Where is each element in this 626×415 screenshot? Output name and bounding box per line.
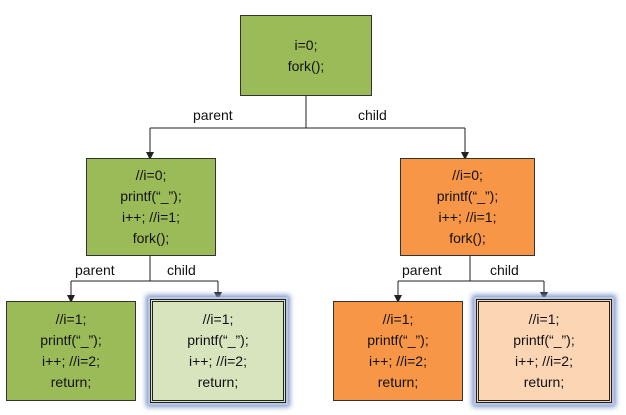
left-edge-label-child: child [167, 262, 196, 278]
code-line: //i=0; [452, 167, 483, 183]
code-line: //i=1; [528, 311, 560, 327]
code-line: i++; //i=2; [189, 353, 247, 369]
code-line: i++; //i=2; [369, 353, 427, 369]
code-line: //i=1; [382, 311, 414, 327]
code-line: printf(“_”); [120, 188, 182, 204]
code-line: return; [377, 374, 419, 390]
left-edge-label-parent: parent [75, 262, 115, 278]
root-edge-label-parent: parent [193, 107, 233, 123]
parent-child-process-node: //i=1; printf(“_”); i++; //i=2; return; [150, 299, 286, 403]
right-edge-label-child: child [490, 262, 519, 278]
code-line: printf(“_”); [367, 332, 429, 348]
root-edge-label-child: child [358, 107, 387, 123]
right-edge-label-parent: parent [402, 262, 442, 278]
child-parent-process-node: //i=1; printf(“_”); i++; //i=2; return; [333, 301, 463, 401]
child-process-node: //i=0; printf(“_”); i++; //i=1; fork(); [400, 158, 535, 256]
code-line: //i=1; [202, 311, 234, 327]
code-line: printf(“_”); [40, 332, 102, 348]
code-line: i++; //i=2; [42, 353, 100, 369]
child-child-process-node: //i=1; printf(“_”); i++; //i=2; return; [476, 299, 612, 403]
code-line: fork(); [132, 230, 170, 246]
code-line: i++; //i=1; [122, 209, 180, 225]
code-line: i=0; [294, 36, 318, 53]
parent-parent-process-node: //i=1; printf(“_”); i++; //i=2; return; [6, 301, 136, 401]
code-line: i++; //i=2; [515, 353, 573, 369]
code-line: return; [523, 374, 565, 390]
code-line: //i=0; [135, 167, 167, 183]
parent-process-node: //i=0; printf(“_”); i++; //i=1; fork(); [86, 158, 216, 256]
root-process-node: i=0; fork(); [240, 15, 372, 96]
code-line: return; [197, 374, 239, 390]
code-line: printf(“_”); [187, 332, 249, 348]
code-line: fork(); [287, 57, 325, 74]
code-line: //i=1; [55, 311, 87, 327]
code-line: printf(“_”); [436, 188, 499, 204]
code-line: fork(); [449, 230, 486, 246]
code-line: printf(“_”); [513, 332, 575, 348]
code-line: return; [50, 374, 92, 390]
code-line: i++; //i=1; [438, 209, 497, 225]
